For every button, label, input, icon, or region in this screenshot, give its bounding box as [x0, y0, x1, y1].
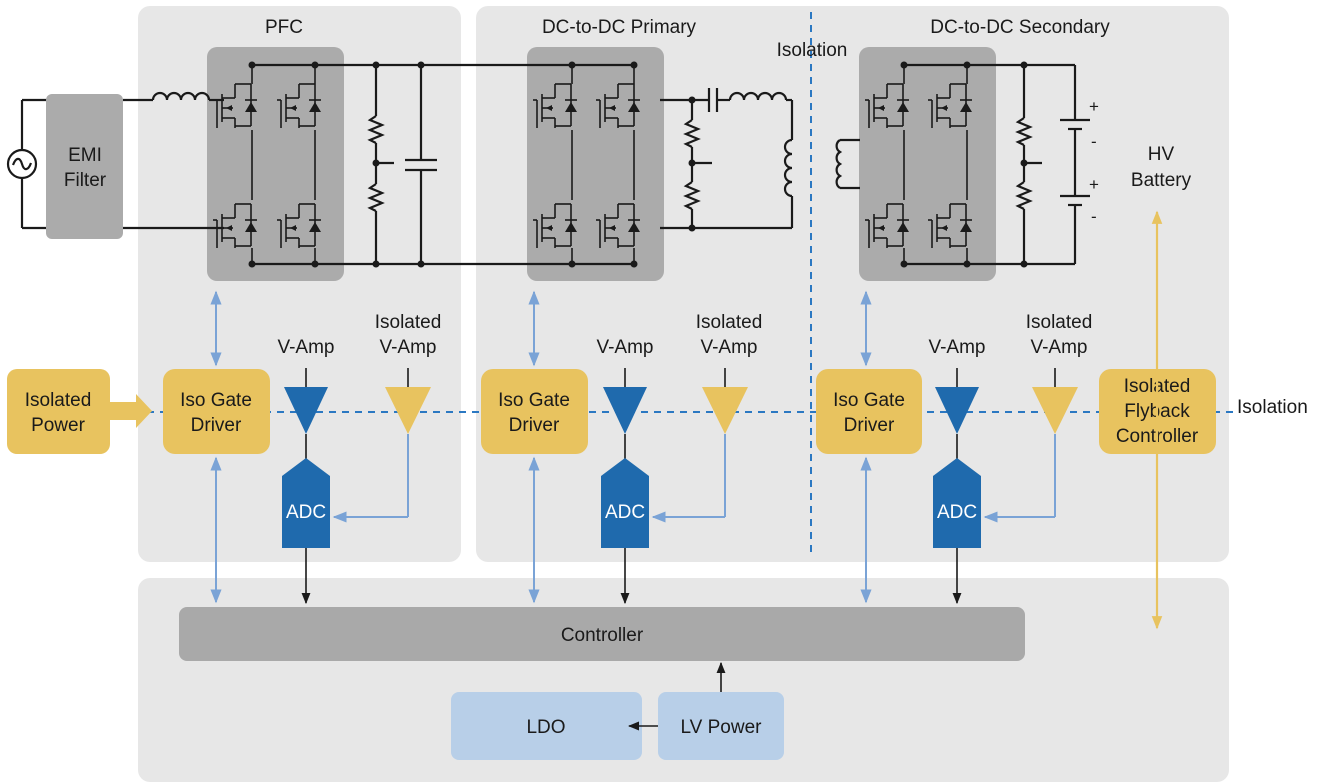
- adc-pfc: [282, 458, 330, 548]
- battery-plus-1: +: [1089, 97, 1099, 116]
- iso-v-amp-label-primary-2: V-Amp: [700, 337, 757, 358]
- v-amp-primary: [603, 368, 647, 460]
- iso-gate-driver-pfc-label-1: Iso Gate: [180, 390, 252, 411]
- iso-gate-driver-secondary-label-2: Driver: [844, 415, 895, 436]
- iso-gate-driver-pfc: [163, 369, 270, 454]
- dc-primary-title: DC-to-DC Primary: [542, 17, 697, 38]
- iso-gate-driver-primary-label-2: Driver: [509, 415, 560, 436]
- pfc-title: PFC: [265, 17, 303, 38]
- dc-bus: [315, 61, 634, 268]
- adc-primary-label: ADC: [605, 502, 645, 523]
- iso-gate-driver-pfc-label-2: Driver: [191, 415, 242, 436]
- iso-gate-driver-primary-label-1: Iso Gate: [498, 390, 570, 411]
- battery-minus-2: -: [1091, 207, 1097, 226]
- iso-v-amp-label-pfc-2: V-Amp: [379, 337, 436, 358]
- iso-gate-driver-secondary: [816, 369, 922, 454]
- iso-v-amp-label-pfc-1: Isolated: [375, 312, 442, 333]
- battery-minus-1: -: [1091, 132, 1097, 151]
- pfc-bridge: [207, 47, 344, 281]
- iso-v-amp-label-primary-1: Isolated: [696, 312, 763, 333]
- adc-pfc-label: ADC: [286, 502, 326, 523]
- ldo-block: [451, 692, 642, 760]
- ac-source-icon: [6, 98, 48, 230]
- v-amp-pfc: [284, 368, 328, 460]
- dc-secondary-title: DC-to-DC Secondary: [930, 17, 1110, 38]
- primary-resonant-tank: [660, 88, 794, 232]
- secondary-bridge: [859, 47, 996, 281]
- v-amp-label-primary: V-Amp: [596, 337, 653, 358]
- v-amp-label-secondary: V-Amp: [928, 337, 985, 358]
- lv-power-label: LV Power: [681, 717, 763, 738]
- hv-battery-label-2: Battery: [1131, 170, 1192, 191]
- iso-gate-driver-secondary-label-1: Iso Gate: [833, 390, 905, 411]
- isolation-label-horizontal: Isolation: [1237, 397, 1308, 418]
- adc-secondary: [933, 458, 981, 548]
- battery-output: [1015, 61, 1090, 268]
- primary-bridge: [527, 47, 664, 281]
- adc-secondary-label: ADC: [937, 502, 977, 523]
- primary-switches: [532, 61, 641, 268]
- isolated-power-label-2: Power: [31, 415, 86, 436]
- lv-power-block: [658, 692, 784, 760]
- pfc-switches: [212, 61, 322, 268]
- controller-block: [179, 607, 1025, 661]
- isolated-v-amp-secondary: [983, 368, 1078, 523]
- emi-filter-label-1: EMI: [68, 145, 102, 166]
- v-amp-secondary: [935, 368, 979, 460]
- emi-filter-block: [46, 94, 123, 239]
- battery-plus-2: +: [1089, 175, 1099, 194]
- isolation-label-vertical: Isolation: [777, 40, 848, 61]
- emi-filter-label-2: Filter: [64, 170, 107, 191]
- isolated-v-amp-pfc: [332, 368, 431, 523]
- isolated-power-label-1: Isolated: [25, 390, 92, 411]
- v-amp-label-pfc: V-Amp: [277, 337, 334, 358]
- transformer-secondary-icon: [835, 138, 860, 190]
- dc-dc-section: [476, 6, 1229, 562]
- ldo-label: LDO: [526, 717, 565, 738]
- iso-v-amp-label-secondary-1: Isolated: [1026, 312, 1093, 333]
- isolated-power-arrow: [110, 394, 152, 428]
- adc-primary: [601, 458, 649, 548]
- controller-label: Controller: [561, 625, 644, 646]
- secondary-switches: [864, 61, 1075, 268]
- iso-v-amp-label-secondary-2: V-Amp: [1030, 337, 1087, 358]
- iso-gate-driver-primary: [481, 369, 588, 454]
- hv-battery-label-1: HV: [1148, 144, 1175, 165]
- isolated-v-amp-primary: [651, 368, 748, 523]
- isolated-power-block: [7, 369, 110, 454]
